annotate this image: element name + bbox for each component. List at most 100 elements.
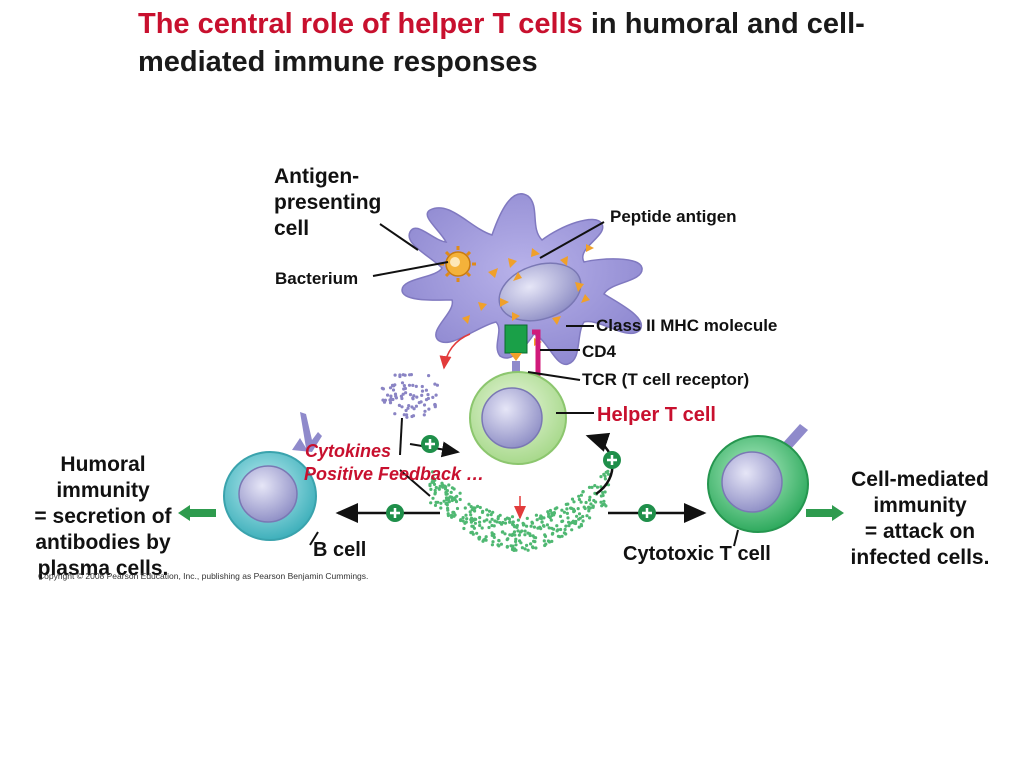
- cytokine-dot: [550, 539, 554, 544]
- cytokine-dot: [576, 507, 580, 511]
- cytokine-dot: [539, 527, 543, 531]
- label-helper-t-cell: Helper T cell: [597, 404, 716, 426]
- cytokine-dot: [508, 520, 512, 524]
- cytokine-dot: [433, 382, 437, 386]
- cytokine-dot: [565, 507, 569, 511]
- cytokine-dot: [490, 543, 494, 547]
- cytokine-dot: [400, 396, 404, 401]
- cytokine-cloud: [428, 469, 611, 553]
- cytokine-dot: [477, 537, 481, 541]
- cytokine-dot: [531, 546, 535, 550]
- cytokine-dot: [487, 509, 492, 513]
- cytokine-dot: [563, 527, 567, 532]
- cytokine-dot: [588, 516, 592, 520]
- label-tcr: TCR (T cell receptor): [582, 370, 750, 389]
- cytokine-dot: [532, 535, 536, 539]
- antigen-presenting-cell: [401, 193, 643, 365]
- cytokine-dot: [587, 485, 592, 489]
- label-cell-mediated-immunity: Cell-mediated immunity = attack on infec…: [850, 468, 990, 569]
- label-positive-feedback: Positive Feedback …: [304, 464, 485, 484]
- cytokine-dot: [422, 403, 427, 407]
- cytokine-dot: [578, 516, 582, 520]
- cytokine-dot: [587, 498, 592, 502]
- cytokine-dot: [606, 472, 611, 476]
- cytokine-dot: [514, 539, 518, 544]
- cytokine-dot: [588, 495, 592, 499]
- cytokine-dot: [444, 502, 448, 506]
- cytokine-dot: [424, 398, 429, 402]
- cytokine-dot: [526, 531, 530, 535]
- cytokine-dot: [420, 389, 425, 393]
- cytokine-dot: [431, 476, 435, 480]
- cytokine-dot: [602, 499, 606, 503]
- cytokine-dot: [503, 532, 507, 536]
- cytokine-dot: [390, 383, 395, 387]
- cytokine-dot: [534, 513, 539, 517]
- cytokine-dot: [570, 528, 574, 532]
- cytokine-dot: [510, 522, 515, 527]
- cytokine-dot: [415, 395, 419, 399]
- cytokine-dot: [595, 485, 600, 489]
- cytokine-dot: [453, 513, 457, 517]
- cytokine-dot: [513, 533, 517, 537]
- cytokine-dot: [458, 497, 462, 502]
- cytokine-dot: [408, 373, 412, 377]
- cytokine-dot: [569, 506, 574, 510]
- cytokine-dot: [514, 548, 518, 552]
- cytokine-dot: [501, 530, 505, 534]
- cytokine-dot: [412, 394, 416, 398]
- cytokine-dot: [455, 506, 460, 511]
- cytokine-dot: [438, 484, 442, 488]
- cytokine-dot: [473, 506, 477, 510]
- cytokine-dot: [404, 391, 408, 395]
- cytokine-dot: [393, 412, 397, 416]
- cytokine-dot: [492, 532, 496, 537]
- cytokine-dot: [458, 491, 462, 495]
- cytokine-dot: [543, 534, 548, 539]
- cytokine-dot: [567, 520, 571, 524]
- cytokine-dot: [593, 484, 597, 488]
- cytokine-dot: [497, 538, 501, 543]
- cytokine-dot: [542, 524, 546, 528]
- cytokine-dot: [463, 521, 467, 525]
- cytokine-dot: [445, 492, 449, 496]
- cytokine-dot: [559, 527, 563, 532]
- cytokine-dot: [470, 508, 474, 512]
- cytokine-dot: [484, 538, 488, 542]
- cytokine-dot: [431, 395, 435, 399]
- cytokine-dot: [445, 489, 449, 493]
- cytokine-dot: [489, 513, 493, 517]
- cytokine-dot: [562, 531, 567, 535]
- cytokine-dot: [405, 413, 409, 417]
- cytokine-dot: [388, 401, 393, 405]
- cytokine-dot: [391, 397, 395, 402]
- cytokine-dot: [496, 517, 500, 521]
- cytokine-dot: [439, 506, 443, 510]
- cytokine-dot: [579, 500, 583, 504]
- cytokine-dot: [572, 500, 576, 504]
- cytokine-dot: [432, 482, 437, 486]
- cytokine-dot: [433, 488, 437, 492]
- bacterium-icon: [440, 246, 476, 282]
- cytokine-dot: [552, 510, 556, 515]
- cytokine-dot: [487, 525, 491, 530]
- cytokine-dot: [582, 505, 586, 509]
- cytokine-dot: [517, 533, 522, 537]
- cytokine-dot: [478, 505, 482, 510]
- cytokine-dot: [414, 384, 418, 388]
- cytokine-dot: [566, 502, 570, 506]
- cytokine-dot: [579, 493, 584, 497]
- cytokine-dot: [397, 403, 401, 407]
- title-highlight: The central role of helper T cells: [138, 8, 583, 40]
- cytokine-dot: [433, 492, 437, 496]
- cytokine-dot: [463, 506, 467, 510]
- cytokine-dot: [484, 535, 488, 539]
- b-cell: [223, 412, 322, 541]
- cytokine-dot: [550, 532, 555, 536]
- cytokine-dot: [550, 511, 554, 515]
- cytokine-dot: [606, 469, 610, 473]
- cytokine-dot: [429, 501, 433, 505]
- cytokine-dot: [544, 542, 548, 546]
- cytokine-dot: [400, 405, 404, 409]
- cytokine-dot: [462, 526, 466, 531]
